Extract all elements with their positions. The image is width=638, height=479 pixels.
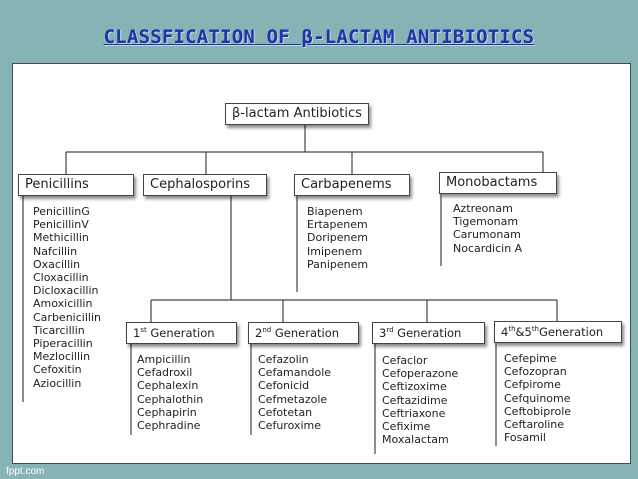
diagram-panel: β-lactam Antibiotics Penicillins Cephalo… <box>12 63 631 464</box>
list-item: Ticarcillin <box>33 323 85 337</box>
list-item: Ceftriaxone <box>382 406 446 420</box>
list-item: Ertapenem <box>307 218 368 232</box>
list-item: Cefuroxime <box>258 419 322 433</box>
gen-num: 3 <box>379 326 387 340</box>
penicillins-list: PenicillinG PenicillinV Methicillin Nafc… <box>33 205 101 390</box>
group-label: Monobactams <box>446 175 538 190</box>
footer-band <box>0 463 638 479</box>
gen-sup: th <box>531 325 539 334</box>
list-item: PenicillinG <box>33 205 90 218</box>
carbapenems-list: Biapenem Ertapenem Doripenem Imipenem Pa… <box>307 205 368 271</box>
generation-1: 1st Generation <box>126 322 237 344</box>
monobactams-list: Aztreonam Tigemonam Carumonam Nocardicin… <box>453 202 522 255</box>
list-item: Cefmetazole <box>258 392 328 406</box>
list-item: Methicillin <box>33 231 89 245</box>
list-item: Nafcillin <box>33 244 78 258</box>
gen-num: 1 <box>133 326 141 340</box>
list-item: Biapenem <box>307 205 363 218</box>
list-item: Piperacillin <box>33 337 93 351</box>
list-item: Ceftaroline <box>504 418 565 432</box>
group-cephalosporins: Cephalosporins <box>143 174 267 196</box>
list-item: Panipenem <box>307 257 369 271</box>
gen-label: Generation <box>271 326 340 340</box>
generation-2: 2nd Generation <box>248 322 359 344</box>
gen4-5-list: Cefepime Cefozopran Cefpirome Cefquinome… <box>504 352 571 444</box>
list-item: Amoxicillin <box>33 297 93 311</box>
list-item: Cefotetan <box>258 405 313 419</box>
gen-sup: rd <box>386 326 394 335</box>
list-item: Cephalothin <box>137 392 204 406</box>
group-penicillins: Penicillins <box>18 174 134 196</box>
list-item: Cephapirin <box>137 405 197 419</box>
gen1-list: Ampicillin Cefadroxil Cephalexin Cephalo… <box>137 353 203 432</box>
generation-4-5: 4th&5thGeneration <box>494 321 622 343</box>
gen-label: Generation <box>146 326 215 340</box>
gen3-list: Cefaclor Cefoperazone Ceftizoxime Ceftaz… <box>382 354 458 446</box>
list-item: Ceftizoxime <box>382 380 447 394</box>
gen-label: Generation <box>393 326 462 340</box>
list-item: Aziocillin <box>33 376 82 390</box>
list-item: Nocardicin A <box>453 241 523 255</box>
list-item: Cefadroxil <box>137 366 193 380</box>
list-item: Fosamil <box>504 431 546 445</box>
list-item: Cloxacillin <box>33 271 89 285</box>
list-item: Aztreonam <box>453 202 513 215</box>
gen-sup: nd <box>262 326 272 335</box>
list-item: Cefpirome <box>504 378 561 392</box>
gen-num: 4 <box>501 325 509 339</box>
list-item: Ceftazidime <box>382 393 448 407</box>
gen2-list: Cefazolin Cefamandole Cefonicid Cefmetaz… <box>258 353 331 432</box>
list-item: Ceftobiprole <box>504 404 572 418</box>
group-carbapenems: Carbapenems <box>294 174 410 196</box>
list-item: Carumonam <box>453 228 521 242</box>
list-item: Cefaclor <box>382 354 428 367</box>
connector-lines <box>22 125 558 454</box>
slide-title: CLASSFICATION OF β-LACTAM ANTIBIOTICS <box>103 26 535 48</box>
list-item: Cefamandole <box>258 366 332 380</box>
list-item: Ampicillin <box>137 353 191 366</box>
gen-num: 2 <box>255 326 263 340</box>
list-item: Cefoperazone <box>382 367 459 381</box>
gen-label: Generation <box>539 325 604 339</box>
gen-sup: st <box>140 326 147 335</box>
group-label: Penicillins <box>25 177 89 192</box>
gen-sup: th <box>508 325 516 334</box>
list-item: Cephradine <box>137 419 201 433</box>
list-item: Moxalactam <box>382 433 449 447</box>
footer-brand: fppt.com <box>6 466 45 477</box>
list-item: Oxacillin <box>33 257 81 271</box>
group-label: Cephalosporins <box>150 177 251 192</box>
group-label: Carbapenems <box>301 177 392 192</box>
group-monobactams: Monobactams <box>439 172 557 194</box>
list-item: Cefonicid <box>258 379 310 393</box>
list-item: Cephalexin <box>137 379 199 393</box>
root-label: β-lactam Antibiotics <box>232 106 362 121</box>
list-item: Cefixime <box>382 420 431 434</box>
generation-3: 3rd Generation <box>372 322 485 344</box>
root-node: β-lactam Antibiotics <box>225 103 369 125</box>
gen-mid: &5 <box>515 325 532 339</box>
list-item: Cefquinome <box>504 391 571 405</box>
list-item: Cefozopran <box>504 365 567 379</box>
list-item: Cefazolin <box>258 353 309 366</box>
list-item: Dicloxacillin <box>33 284 99 298</box>
list-item: Imipenem <box>307 244 363 258</box>
list-item: Cefoxitin <box>33 363 82 377</box>
list-item: Cefepime <box>504 352 557 365</box>
list-item: Tigemonam <box>453 215 519 229</box>
list-item: PenicillinV <box>33 218 89 232</box>
list-item: Doripenem <box>307 231 368 245</box>
list-item: Carbenicillin <box>33 310 101 324</box>
list-item: Mezlocillin <box>33 350 91 364</box>
